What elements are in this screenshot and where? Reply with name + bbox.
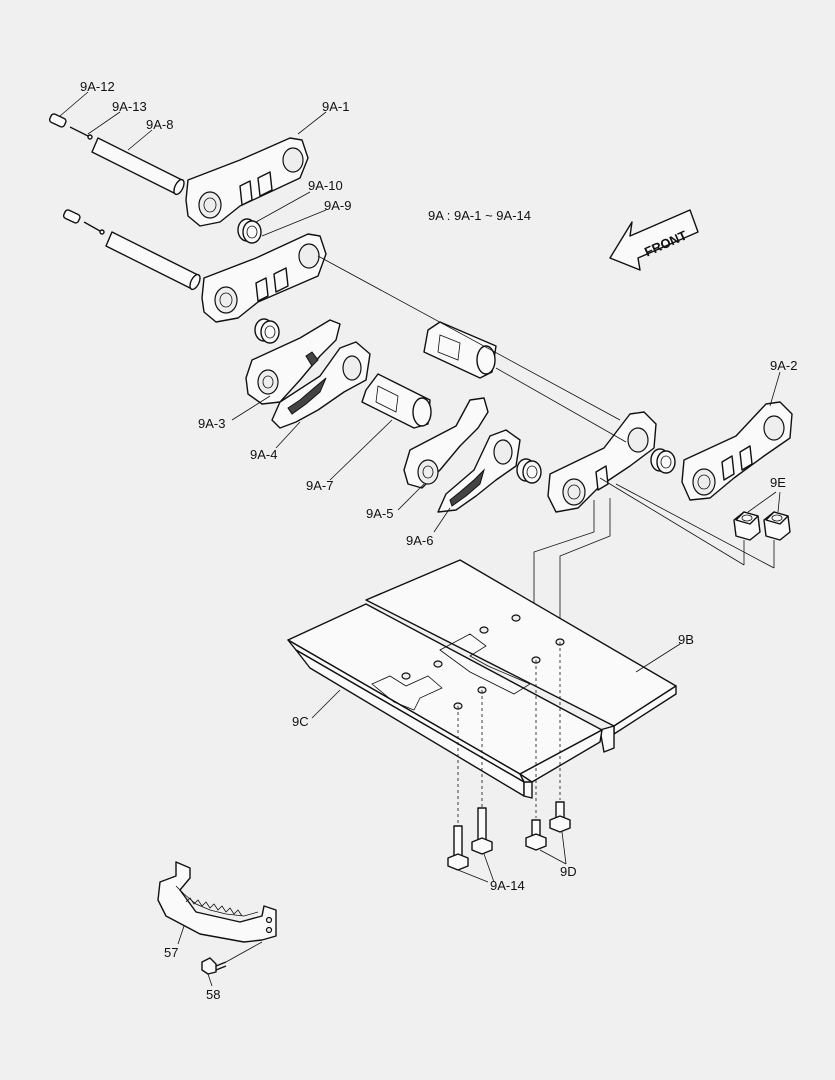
track-link-center	[547, 411, 657, 513]
callout-9a-3: 9A-3	[198, 416, 225, 431]
callout-9a-13: 9A-13	[112, 99, 147, 114]
bolt-58	[201, 941, 263, 975]
callout-9a-10: 9A-10	[308, 178, 343, 193]
track-link-9a-2	[681, 401, 793, 501]
callout-9a-1: 9A-1	[322, 99, 349, 114]
track-shoe-9b	[365, 559, 677, 753]
track-shoe-9c	[287, 603, 603, 799]
bushing-9a-7	[361, 373, 432, 429]
nut-9e-left	[733, 511, 761, 541]
front-arrow-icon	[609, 209, 699, 271]
seal-center-left	[516, 458, 542, 484]
bolt-dashed-lines	[457, 642, 561, 824]
pin-9a-13-upper	[69, 126, 93, 140]
callout-9a-9: 9A-9	[324, 198, 351, 213]
guard-57	[157, 861, 277, 943]
callout-9a-7: 9A-7	[306, 478, 333, 493]
track-link-9a-1-lower	[201, 233, 327, 323]
bolt-9a-14-right	[471, 807, 493, 855]
master-link-9a-3	[245, 319, 341, 405]
callout-9d: 9D	[560, 864, 577, 879]
pin-9a-12-upper	[48, 113, 67, 128]
callout-9c: 9C	[292, 714, 309, 729]
bolt-9d-left	[525, 819, 547, 851]
pin-9a-8-lower	[105, 231, 201, 291]
callout-9a-4: 9A-4	[250, 447, 277, 462]
track-link-9a-1	[185, 137, 309, 227]
group-note: 9A : 9A-1 ~ 9A-14	[428, 208, 531, 223]
callout-9e: 9E	[770, 475, 786, 490]
seal-9a-9	[254, 318, 280, 344]
leader-lines	[59, 91, 781, 987]
pin-9a-12-lower	[62, 209, 105, 235]
callout-9a-2: 9A-2	[770, 358, 797, 373]
master-link-9a-5	[403, 397, 489, 489]
seal-9a-10	[237, 218, 262, 244]
alignment-lines	[317, 255, 775, 660]
master-link-9a-6	[437, 429, 521, 513]
nut-9e-right	[763, 511, 791, 541]
callout-9b: 9B	[678, 632, 694, 647]
callout-9a-5: 9A-5	[366, 506, 393, 521]
pin-9a-8-upper	[91, 137, 185, 196]
callout-9a-14: 9A-14	[490, 878, 525, 893]
callout-9a-6: 9A-6	[406, 533, 433, 548]
bushing-upper	[423, 321, 497, 379]
callout-58: 58	[206, 987, 220, 1002]
callout-57: 57	[164, 945, 178, 960]
master-link-9a-4	[271, 341, 371, 429]
callout-9a-12: 9A-12	[80, 79, 115, 94]
bolt-9d-right	[549, 801, 571, 833]
bolt-9a-14-left	[447, 825, 469, 871]
callout-9a-8: 9A-8	[146, 117, 173, 132]
seal-center-right	[650, 448, 676, 474]
